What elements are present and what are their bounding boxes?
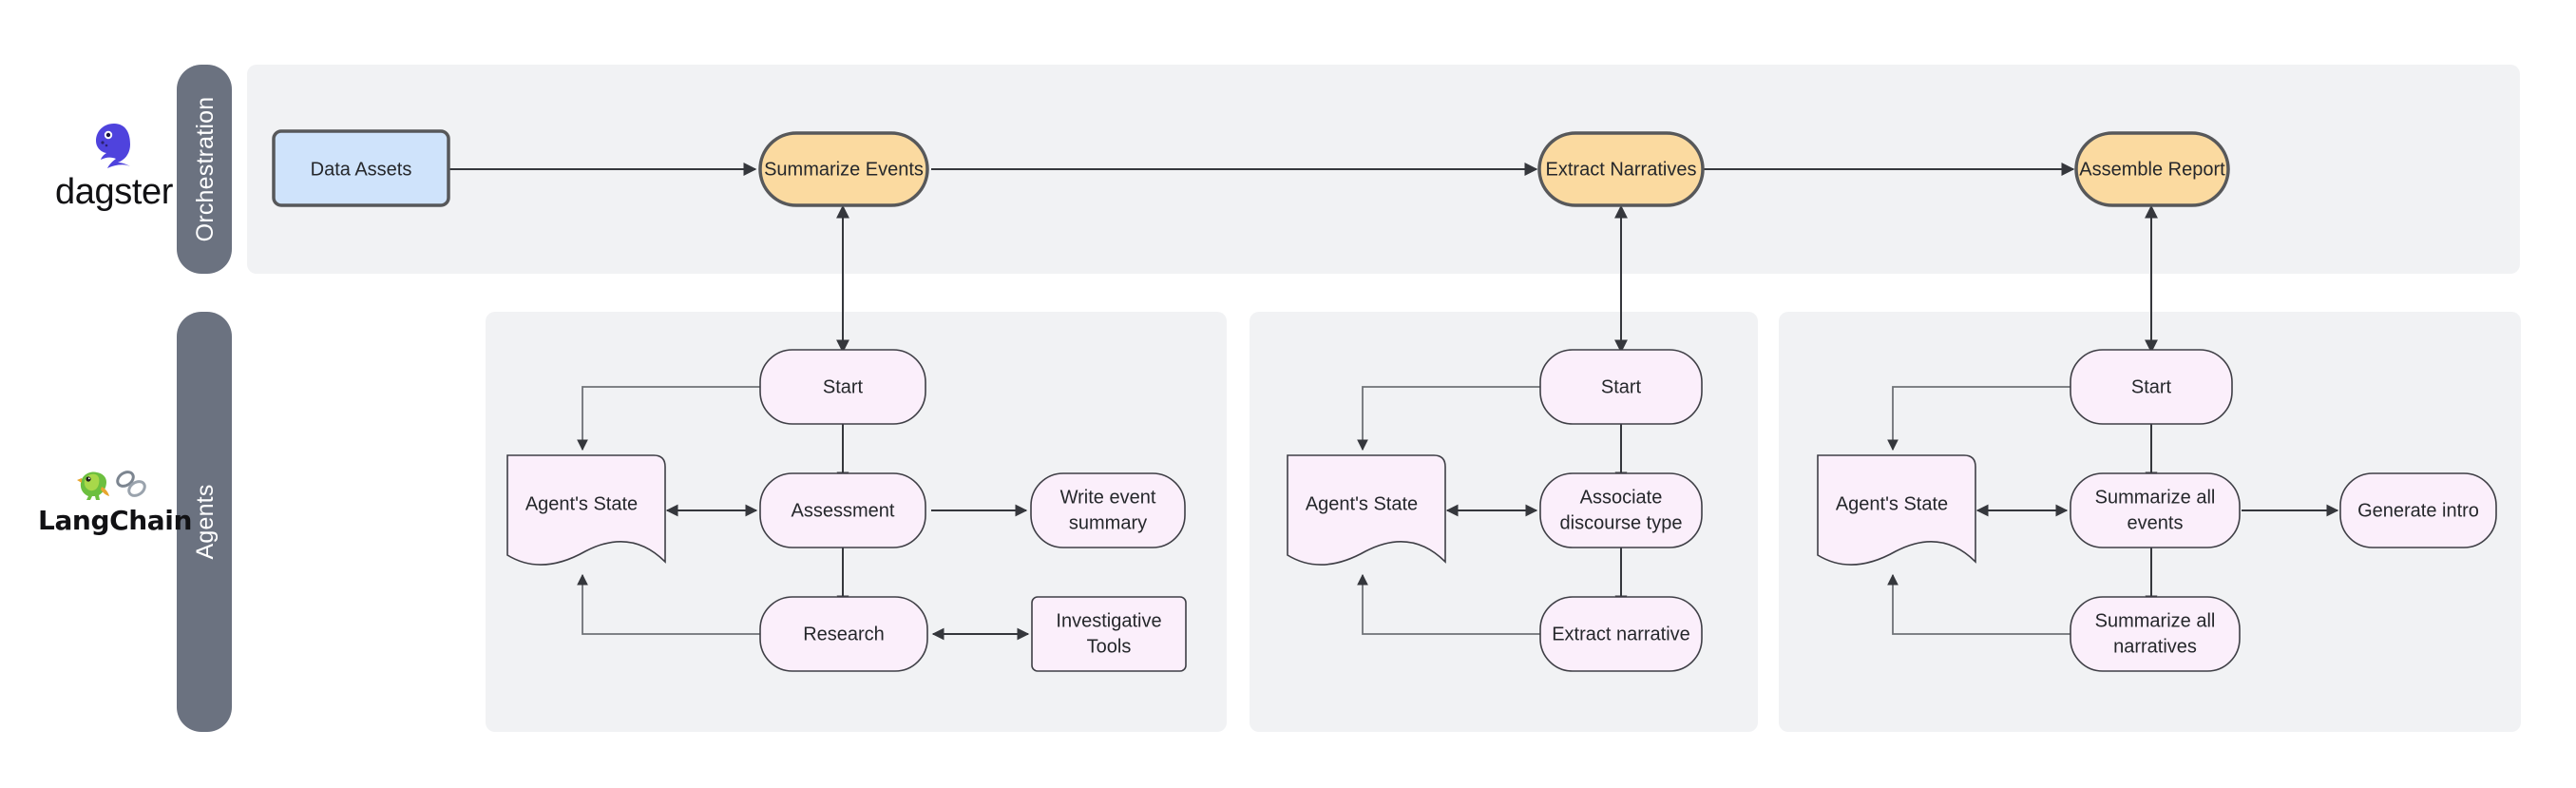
- lane-orchestration-label: Orchestration: [192, 97, 219, 242]
- node-agent3-state-label: Agent's State: [1836, 493, 1948, 514]
- edge-agent2-start-to-state: [1357, 386, 1540, 452]
- node-agent3-start-label: Start: [2131, 376, 2172, 397]
- node-agent2-associate-discourse-type[interactable]: Associate discourse type: [1539, 472, 1703, 548]
- edge-agent1-research-to-state: [577, 573, 760, 635]
- node-agent1-assessment-label: Assessment: [792, 500, 895, 521]
- node-assemble-report[interactable]: Assemble Report: [2074, 131, 2230, 207]
- node-agent1-assessment[interactable]: Assessment: [759, 472, 926, 548]
- lane-orchestration-tab: [177, 65, 232, 274]
- edge-agent3-start-to-state: [1887, 386, 2070, 452]
- node-agent1-tools-label-line2: Tools: [1087, 636, 1132, 657]
- dagster-whale-logo-icon: [96, 124, 130, 168]
- edge-agent2-extract-to-state: [1357, 573, 1540, 635]
- node-agent3-summarize-all-events[interactable]: Summarize all events: [2070, 472, 2241, 548]
- node-agent3-sum-narr-label-line1: Summarize all: [2095, 610, 2216, 631]
- node-agent1-write-event-summary[interactable]: Write event summary: [1030, 472, 1186, 548]
- edge-agent3-summarize-narratives-to-state: [1887, 573, 2070, 635]
- node-agent1-research[interactable]: Research: [759, 596, 928, 672]
- node-agent2-associate-label-line1: Associate: [1580, 487, 1663, 508]
- subgraph-agent1: Start Agent's State Assessment Write eve…: [506, 349, 1187, 672]
- node-agent1-write-label-line1: Write event: [1060, 487, 1156, 508]
- langchain-wordmark: LangChain: [38, 505, 193, 536]
- node-data-assets[interactable]: Data Assets: [272, 129, 450, 207]
- node-extract-narratives-label: Extract Narratives: [1546, 159, 1697, 180]
- langchain-brand: LangChain: [38, 466, 193, 536]
- subgraph-agent2: Start Agent's State Associate discourse …: [1287, 349, 1703, 672]
- node-agent1-state[interactable]: Agent's State: [506, 454, 666, 566]
- node-agent2-extract-narrative[interactable]: Extract narrative: [1539, 596, 1703, 672]
- node-agent2-state[interactable]: Agent's State: [1287, 454, 1446, 566]
- node-agent1-research-label: Research: [803, 624, 885, 644]
- node-agent2-extract-label: Extract narrative: [1552, 624, 1690, 644]
- node-data-assets-label: Data Assets: [311, 159, 412, 180]
- node-agent3-state[interactable]: Agent's State: [1817, 454, 1976, 566]
- node-agent1-write-label-line2: summary: [1069, 512, 1147, 533]
- node-agent1-start-label: Start: [823, 376, 864, 397]
- langchain-parrot-chain-logo-icon: [77, 471, 146, 500]
- lane-agents-tab: [177, 312, 232, 732]
- node-agent3-sum-events-label-line2: events: [2128, 512, 2184, 533]
- node-agent1-state-label: Agent's State: [525, 493, 638, 514]
- node-agent1-tools-label-line1: Investigative: [1056, 610, 1161, 631]
- node-agent3-sum-narr-label-line2: narratives: [2113, 636, 2197, 657]
- node-agent2-state-label: Agent's State: [1306, 493, 1418, 514]
- subgraph-agent3: Start Agent's State Summarize all events…: [1817, 349, 2497, 672]
- edge-agent1-start-to-state: [577, 386, 760, 452]
- cross-lane-edges: [836, 204, 2158, 354]
- node-agent3-summarize-all-narratives[interactable]: Summarize all narratives: [2070, 596, 2241, 672]
- node-summarize-events-label: Summarize Events: [764, 159, 924, 180]
- node-summarize-events[interactable]: Summarize Events: [758, 131, 929, 207]
- node-agent3-start[interactable]: Start: [2070, 349, 2233, 425]
- node-agent2-associate-label-line2: discourse type: [1560, 512, 1683, 533]
- node-agent1-investigative-tools[interactable]: Investigative Tools: [1031, 596, 1187, 672]
- node-agent2-start[interactable]: Start: [1539, 349, 1703, 425]
- node-assemble-report-label: Assemble Report: [2079, 159, 2225, 180]
- node-agent3-generate-intro[interactable]: Generate intro: [2339, 472, 2497, 548]
- node-agent3-intro-label: Generate intro: [2357, 500, 2479, 521]
- lane-agents-label: Agents: [192, 484, 219, 559]
- node-extract-narratives[interactable]: Extract Narratives: [1537, 131, 1705, 207]
- node-agent1-start[interactable]: Start: [759, 349, 926, 425]
- dagster-wordmark: dagster: [55, 172, 173, 212]
- node-agent3-sum-events-label-line1: Summarize all: [2095, 487, 2216, 508]
- node-agent2-start-label: Start: [1601, 376, 1642, 397]
- dagster-brand: dagster: [38, 119, 190, 210]
